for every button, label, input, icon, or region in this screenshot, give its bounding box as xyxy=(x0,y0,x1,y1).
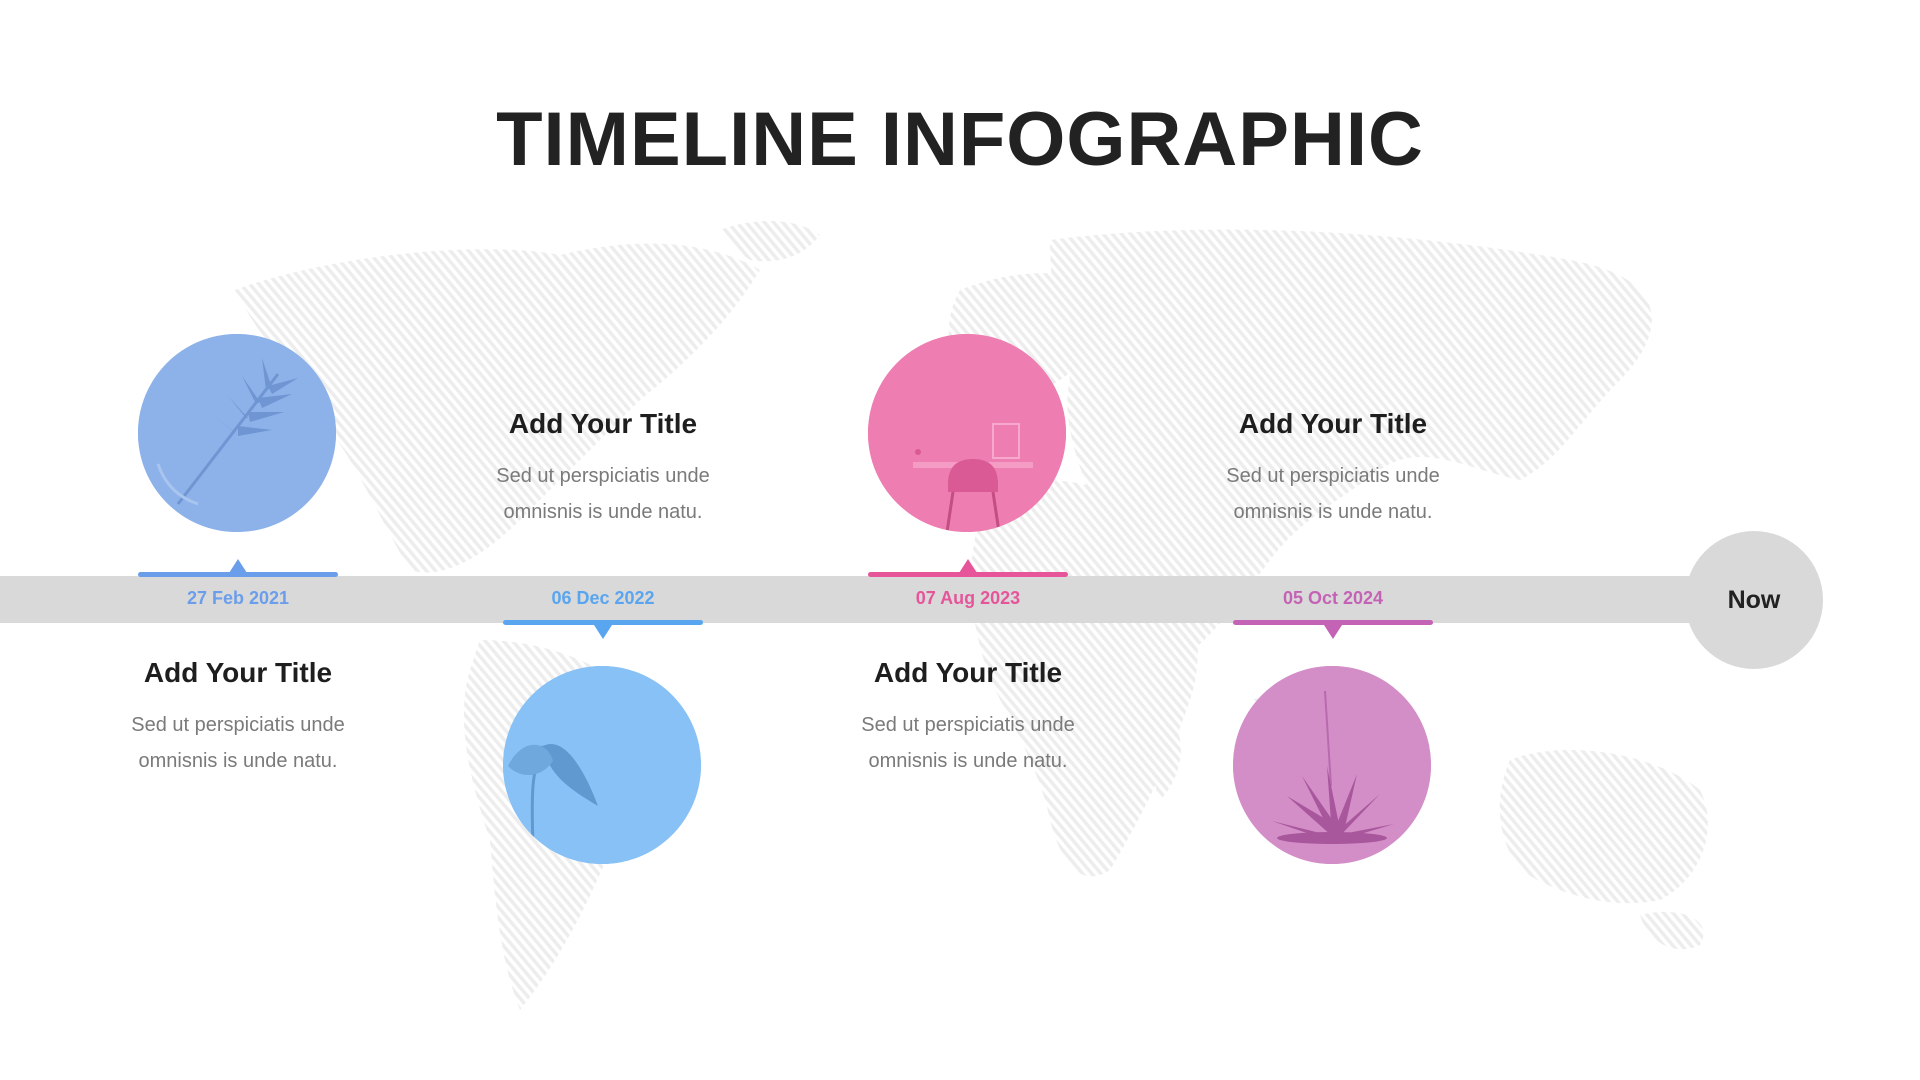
page-title: TIMELINE INFOGRAPHIC xyxy=(496,97,1424,182)
palm-leaf-icon xyxy=(138,334,336,532)
milestone-3-description: Sed ut perspiciatis unde omnisnis is und… xyxy=(861,714,1075,772)
now-label: Now xyxy=(1727,585,1781,614)
milestone-2-card: Add Your Title Sed ut perspiciatis unde … xyxy=(453,408,753,530)
plant-leaf-icon xyxy=(503,666,701,864)
milestone-3-title: Add Your Title xyxy=(873,657,1063,688)
milestone-1-description: Sed ut perspiciatis unde omnisnis is und… xyxy=(131,714,345,772)
milestone-2-description: Sed ut perspiciatis unde omnisnis is und… xyxy=(496,465,710,523)
milestone-2-photo xyxy=(503,666,701,864)
succulent-icon xyxy=(1233,666,1431,864)
milestone-4-card: Add Your Title Sed ut perspiciatis unde … xyxy=(1183,408,1483,530)
milestone-1-title: Add Your Title xyxy=(143,657,333,688)
milestone-2-pointer xyxy=(594,625,612,639)
milestone-4-title: Add Your Title xyxy=(1238,408,1428,439)
milestone-3-marker-line xyxy=(868,572,1068,577)
milestone-3-card: Add Your Title Sed ut perspiciatis unde … xyxy=(818,657,1118,779)
milestone-1-date: 27 Feb 2021 xyxy=(186,588,290,608)
milestone-1-pointer xyxy=(229,559,247,573)
milestone-4-photo xyxy=(1233,666,1431,864)
milestone-2-title: Add Your Title xyxy=(508,408,698,439)
milestone-4-marker-line xyxy=(1233,620,1433,625)
milestone-2-date: 06 Dec 2022 xyxy=(551,588,655,608)
milestone-4-description: Sed ut perspiciatis unde omnisnis is und… xyxy=(1226,465,1440,523)
timeline-band xyxy=(0,576,1715,623)
milestone-3-pointer xyxy=(959,559,977,573)
milestone-1-card: Add Your Title Sed ut perspiciatis unde … xyxy=(88,657,388,779)
milestone-3-date: 07 Aug 2023 xyxy=(915,588,1021,608)
chair-icon xyxy=(868,334,1066,532)
milestone-1-photo xyxy=(138,334,336,532)
milestone-4-pointer xyxy=(1324,625,1342,639)
milestone-1-marker-line xyxy=(138,572,338,577)
now-marker: Now xyxy=(1685,531,1823,669)
milestone-2-marker-line xyxy=(503,620,703,625)
milestone-4-date: 05 Oct 2024 xyxy=(1282,588,1384,608)
milestone-3-photo xyxy=(868,334,1066,532)
